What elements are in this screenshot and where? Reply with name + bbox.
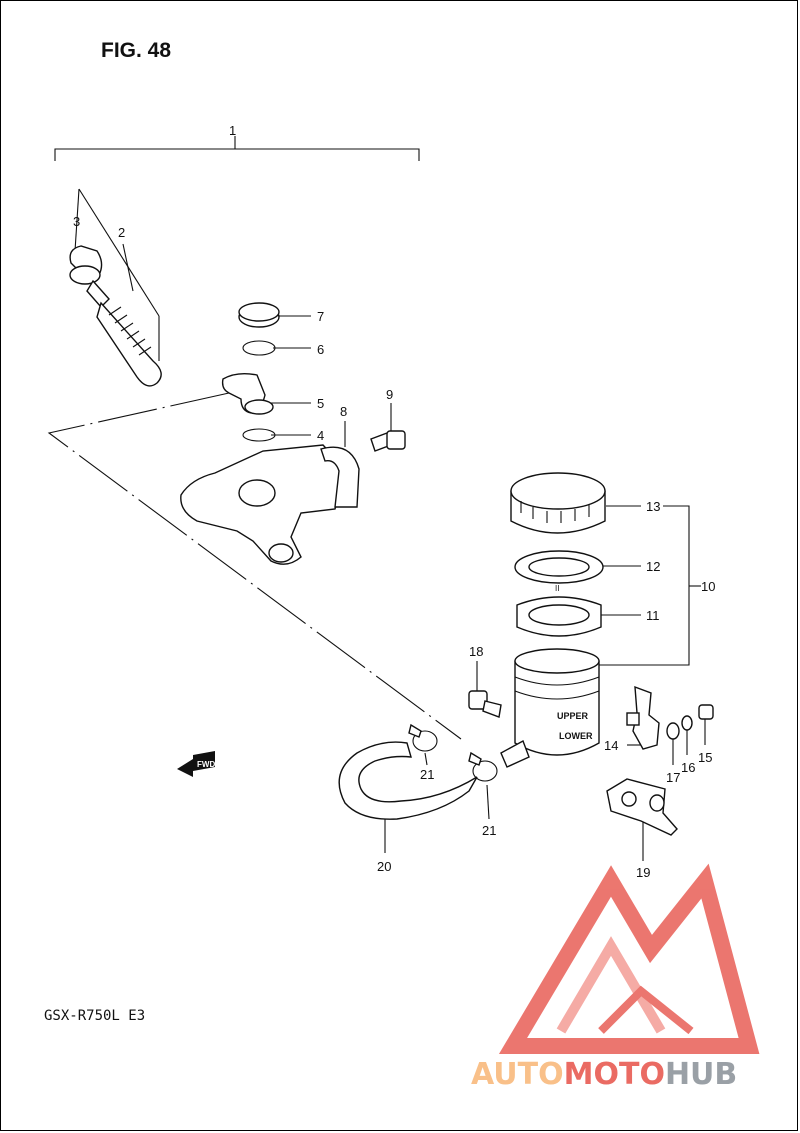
callout-18: 18 <box>469 644 483 659</box>
bracket-19 <box>606 778 678 836</box>
connector-elbow-5 <box>221 372 274 415</box>
figure-title: FIG. 48 <box>101 39 171 62</box>
forward-arrow-label: FWD <box>197 760 215 769</box>
reservoir-plate-12: II <box>514 550 604 593</box>
watermark-part2: MOTO <box>564 1057 665 1092</box>
watermark-wordmark: AUTOMOTOHUB <box>471 1057 737 1092</box>
bolt-9 <box>370 430 406 452</box>
reservoir-body: UPPER LOWER <box>500 648 600 768</box>
leader-lines <box>47 188 706 861</box>
callout-5: 5 <box>317 396 324 411</box>
hose-clamp-21a <box>408 723 438 752</box>
diaphragm-11 <box>516 596 602 637</box>
hose-20 <box>338 741 478 820</box>
o-ring-4 <box>242 428 276 442</box>
callout-1: 1 <box>229 123 236 138</box>
callout-11: 11 <box>646 608 660 623</box>
callout-2: 2 <box>118 225 125 240</box>
callout-13: 13 <box>646 499 660 514</box>
svg-text:AUTOMOTOHUB: AUTOMOTOHUB <box>471 1057 737 1092</box>
callout-16: 16 <box>681 760 695 775</box>
callout-21b: 21 <box>482 823 496 838</box>
lower-level-label: LOWER <box>559 731 593 741</box>
callout-12: 12 <box>646 559 660 574</box>
callout-6: 6 <box>317 342 324 357</box>
bolt-15 <box>698 704 714 720</box>
watermark-part3: HUB <box>665 1057 737 1092</box>
bracket-14 <box>626 685 660 750</box>
callout-17: 17 <box>666 770 680 785</box>
master-cylinder-body <box>180 444 360 565</box>
reservoir-cap-13 <box>510 472 606 534</box>
assembly-bracket-1 <box>54 136 420 161</box>
svg-text:II: II <box>555 584 559 593</box>
callout-19: 19 <box>636 865 650 880</box>
callout-15: 15 <box>698 750 712 765</box>
callout-8: 8 <box>340 404 347 419</box>
callout-numbers: 1 2 3 4 5 6 7 8 9 10 11 12 13 14 15 16 1… <box>73 123 715 880</box>
upper-level-label: UPPER <box>557 711 589 721</box>
callout-7: 7 <box>317 309 324 324</box>
callout-20: 20 <box>377 859 391 874</box>
callout-14: 14 <box>604 738 618 753</box>
hose-clamp-21b <box>468 751 498 782</box>
callout-21a: 21 <box>420 767 434 782</box>
washer-16 <box>681 715 693 731</box>
bolt-18 <box>468 690 502 718</box>
piston-assembly <box>69 245 162 387</box>
circlip-6 <box>242 340 276 356</box>
callout-4: 4 <box>317 428 324 443</box>
callout-3: 3 <box>73 214 80 229</box>
watermark-logo <box>498 863 760 1054</box>
model-label: GSX-R750L E3 <box>44 1008 145 1024</box>
callout-9: 9 <box>386 387 393 402</box>
dust-boot-7 <box>238 302 280 328</box>
washer-17 <box>666 722 680 740</box>
watermark-part1: AUTO <box>471 1057 564 1092</box>
callout-10: 10 <box>701 579 715 594</box>
forward-arrow-icon: FWD <box>177 751 215 777</box>
